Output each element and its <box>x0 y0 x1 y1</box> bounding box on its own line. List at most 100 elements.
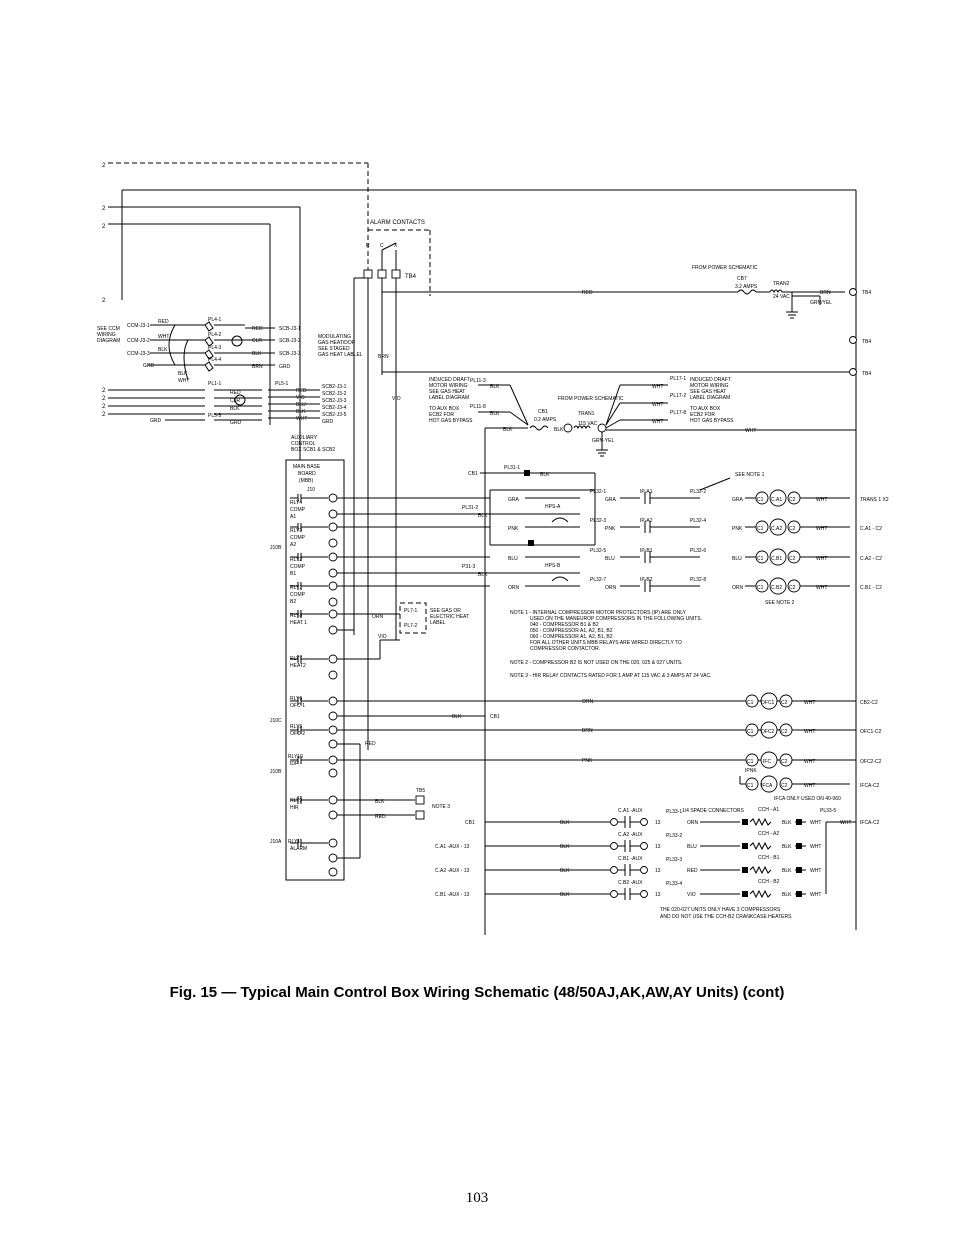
svg-text:1/4 SPADE CONNECTORS: 1/4 SPADE CONNECTORS <box>682 808 744 814</box>
fan-row-ifc: PNK C1 IFC C2 WHT OFC2-C2 IPNK <box>582 751 882 774</box>
svg-text:PL4-4: PL4-4 <box>208 357 222 363</box>
svg-text:BLK: BLK <box>540 472 550 478</box>
svg-text:C.A1: C.A1 <box>771 497 782 503</box>
aux-row-b1: C.A2 -AUX - 13 BLK C.B1 -AUX 13 PL33-3 R… <box>435 846 827 876</box>
svg-text:SCB-J3-1: SCB-J3-1 <box>279 326 301 332</box>
svg-text:WHT: WHT <box>816 556 827 562</box>
svg-text:WHT: WHT <box>816 585 827 591</box>
svg-text:GRN-YEL: GRN-YEL <box>592 438 614 444</box>
aux-row-a2: C.A1 -AUX - 13 BLK C.A2 -AUX 13 PL33-2 B… <box>435 822 827 852</box>
svg-text:BLU: BLU <box>687 844 697 850</box>
svg-text:PNK: PNK <box>605 526 616 532</box>
svg-text:IPNK: IPNK <box>745 768 757 774</box>
svg-text:PL1-1: PL1-1 <box>208 381 222 387</box>
fan-row-ofc1: ORN C1 OFC1 C2 WHT CB2-C2 <box>582 692 878 710</box>
svg-text:GRD: GRD <box>143 363 155 369</box>
svg-text:PL32-8: PL32-8 <box>690 577 706 583</box>
svg-text:CB1: CB1 <box>465 820 475 826</box>
svg-text:BLU: BLU <box>732 556 742 562</box>
svg-text:2: 2 <box>102 412 106 418</box>
comp-row-a2: PNK PL32-3 PNK IP-A2 PL32-4 PNK C1 C.A2 … <box>508 518 882 536</box>
svg-text:PNK: PNK <box>508 526 519 532</box>
svg-text:BLU: BLU <box>605 556 615 562</box>
svg-text:RED: RED <box>687 868 698 874</box>
svg-text:NOTE 2 - COMPRESSOR B2 IS NOT: NOTE 2 - COMPRESSOR B2 IS NOT USED ON TH… <box>510 660 683 666</box>
svg-text:ECB2 FOR: ECB2 FOR <box>429 412 454 418</box>
svg-text:CLR: CLR <box>230 398 240 404</box>
svg-text:P31-3: P31-3 <box>462 564 476 570</box>
relay-rly9: RLY9 HIR <box>290 795 338 820</box>
svg-text:CCM-J3-2: CCM-J3-2 <box>127 338 150 344</box>
from-power-schematic-top: FROM POWER SCHEMATIC <box>692 265 758 271</box>
to-aux-right: TO AUX BOX <box>690 406 721 412</box>
pl7-connector <box>399 602 427 634</box>
svg-text:ORN: ORN <box>687 820 699 826</box>
tb4-term-r <box>363 269 373 279</box>
svg-text:WIRING: WIRING <box>97 332 116 338</box>
svg-text:NOTE 1 - INTERNAL COMPRESSOR M: NOTE 1 - INTERNAL COMPRESSOR MOTOR PROTE… <box>510 610 687 616</box>
svg-text:IFCA-C2: IFCA-C2 <box>860 783 880 789</box>
svg-text:BLK: BLK <box>503 427 513 433</box>
aux-row-a1: CB1 BLK C.A1 -AUX 13 PL33-1 ORN CCH - A1… <box>465 807 880 828</box>
svg-text:BLK: BLK <box>452 714 462 720</box>
svg-text:C.B1 -AUX - 13: C.B1 -AUX - 13 <box>435 892 470 898</box>
svg-text:TB4: TB4 <box>862 339 871 345</box>
svg-text:BRN: BRN <box>582 728 593 734</box>
svg-text:GAS HEAT/DOP: GAS HEAT/DOP <box>318 340 356 346</box>
svg-text:WHT: WHT <box>840 820 851 826</box>
svg-text:CB7: CB7 <box>737 276 747 282</box>
svg-text:HOT GAS BYPASS: HOT GAS BYPASS <box>429 418 473 424</box>
svg-text:IFCA: IFCA <box>761 783 773 789</box>
svg-text:GRD: GRD <box>230 420 242 426</box>
relay-rly7: RLY7 HEAT2 <box>290 654 338 680</box>
svg-text:RLY6: RLY6 <box>290 696 302 702</box>
svg-text:CCH - B1: CCH - B1 <box>758 855 780 861</box>
svg-text:GRD: GRD <box>150 418 162 424</box>
svg-text:SCB2-J3-2: SCB2-J3-2 <box>322 391 347 397</box>
svg-text:IP-B1: IP-B1 <box>640 548 653 554</box>
svg-text:BLK: BLK <box>560 868 570 874</box>
svg-text:RED: RED <box>375 814 386 820</box>
svg-text:RED: RED <box>296 388 307 394</box>
svg-text:IFCA-C2: IFCA-C2 <box>860 820 880 826</box>
svg-text:PNK: PNK <box>582 758 593 764</box>
svg-text:WHT: WHT <box>804 759 815 765</box>
svg-text:TB4: TB4 <box>862 371 871 377</box>
svg-text:RLY3: RLY3 <box>290 528 302 534</box>
svg-text:J10B: J10B <box>270 545 282 551</box>
svg-text:RLY1: RLY1 <box>290 585 302 591</box>
svg-text:WHT: WHT <box>296 416 307 422</box>
svg-text:PL33-5: PL33-5 <box>820 808 836 814</box>
svg-text:CCM-J3-1: CCM-J3-1 <box>127 323 150 329</box>
svg-text:RED: RED <box>252 326 263 332</box>
svg-text:BRN: BRN <box>252 364 263 370</box>
svg-text:2: 2 <box>102 396 106 402</box>
svg-text:VIO: VIO <box>378 634 387 640</box>
svg-text:C.B1: C.B1 <box>771 556 782 562</box>
ref-2-d: 2 <box>102 298 106 304</box>
svg-text:SCB2-J3-3: SCB2-J3-3 <box>322 398 347 404</box>
svg-text:13: 13 <box>655 892 661 898</box>
svg-text:2: 2 <box>102 388 106 394</box>
svg-text:WHT: WHT <box>810 820 821 826</box>
svg-text:RED: RED <box>582 290 593 296</box>
svg-text:C.A1 - C2: C.A1 - C2 <box>860 526 882 532</box>
svg-text:IFCA ONLY USED ON 40-060: IFCA ONLY USED ON 40-060 <box>774 796 841 802</box>
svg-text:OFC1-C2: OFC1-C2 <box>860 729 882 735</box>
svg-text:0.2 AMPS: 0.2 AMPS <box>534 417 557 423</box>
ref-2-a: 2 <box>102 163 106 169</box>
svg-text:BLK: BLK <box>296 409 306 415</box>
tb5-term-1 <box>415 795 425 805</box>
svg-text:RLY8: RLY8 <box>290 613 302 619</box>
svg-text:PL33-3: PL33-3 <box>666 857 682 863</box>
svg-text:BLK: BLK <box>782 820 792 826</box>
svg-text:C.A2 -AUX - 13: C.A2 -AUX - 13 <box>435 868 470 874</box>
svg-text:J10: J10 <box>307 487 315 493</box>
svg-text:BRN: BRN <box>820 290 831 296</box>
svg-text:PL31-1: PL31-1 <box>504 465 520 471</box>
relay-rly6: RLY6 OFC-1 <box>290 696 338 721</box>
svg-text:PL32-5: PL32-5 <box>590 548 606 554</box>
svg-text:050 - COMPRESSOR A1, A2, B1, B: 050 - COMPRESSOR A1, A2, B1, B2 <box>530 628 613 634</box>
